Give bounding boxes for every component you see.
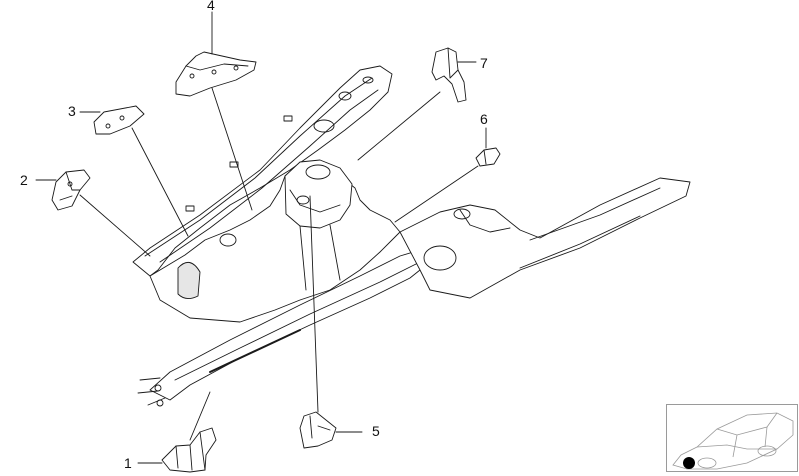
callout-3: 3 [68,103,76,119]
front-frame-assembly [132,65,691,407]
location-marker-icon [683,457,695,469]
part-4-bracket [176,12,256,210]
vehicle-locator-inset [666,404,798,472]
car-outline-icon [672,412,794,470]
callout-6: 6 [480,111,488,127]
callout-4: 4 [207,0,215,13]
part-2-bracket [36,170,150,256]
part-7-bracket [358,48,476,160]
part-1-bracket [138,392,216,472]
part-5-bracket [300,196,362,448]
callout-1: 1 [124,455,132,471]
part-6-bracket [395,128,500,222]
callout-5: 5 [372,423,380,439]
part-3-bracket [80,106,188,236]
callout-2: 2 [20,172,28,188]
callout-7: 7 [480,55,488,71]
